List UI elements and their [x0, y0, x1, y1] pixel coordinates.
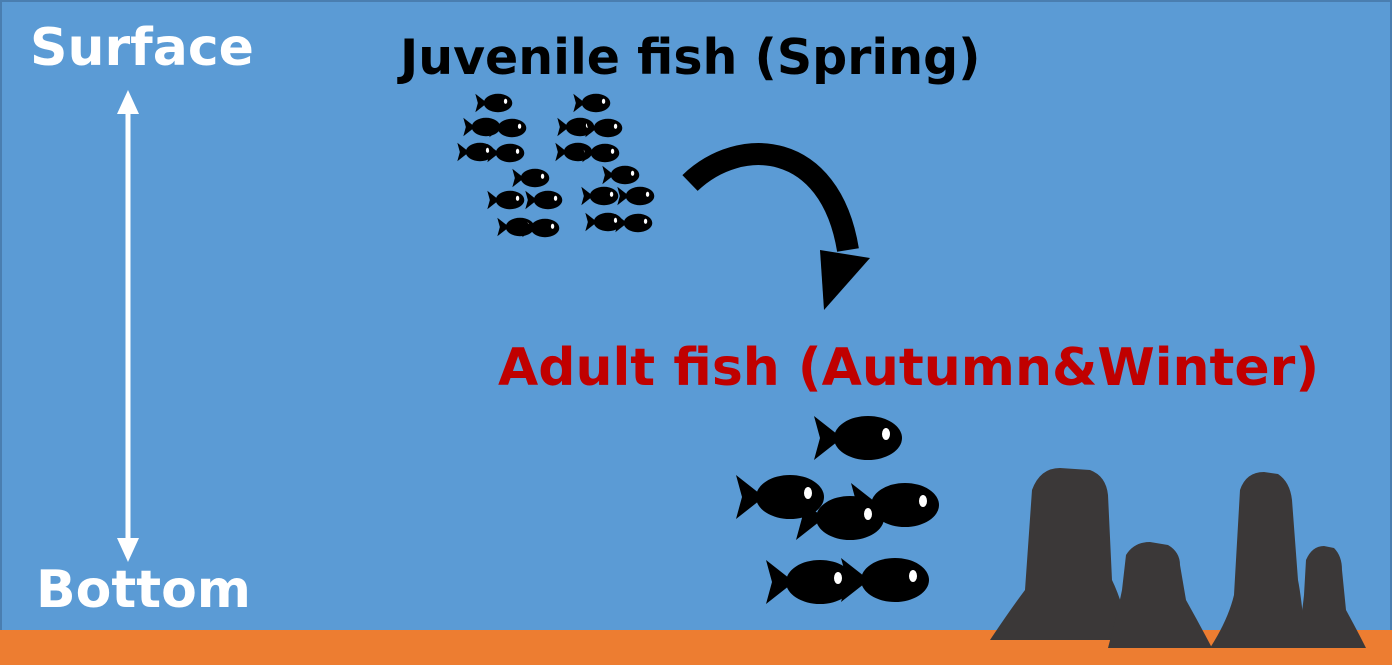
juvenile-fish-label: Juvenile fish (Spring): [400, 33, 981, 82]
water-background: [1, 1, 1391, 631]
adult-fish-label: Adult fish (Autumn&Winter): [498, 342, 1319, 394]
bottom-label: Bottom: [36, 564, 251, 616]
surface-label: Surface: [30, 22, 254, 74]
